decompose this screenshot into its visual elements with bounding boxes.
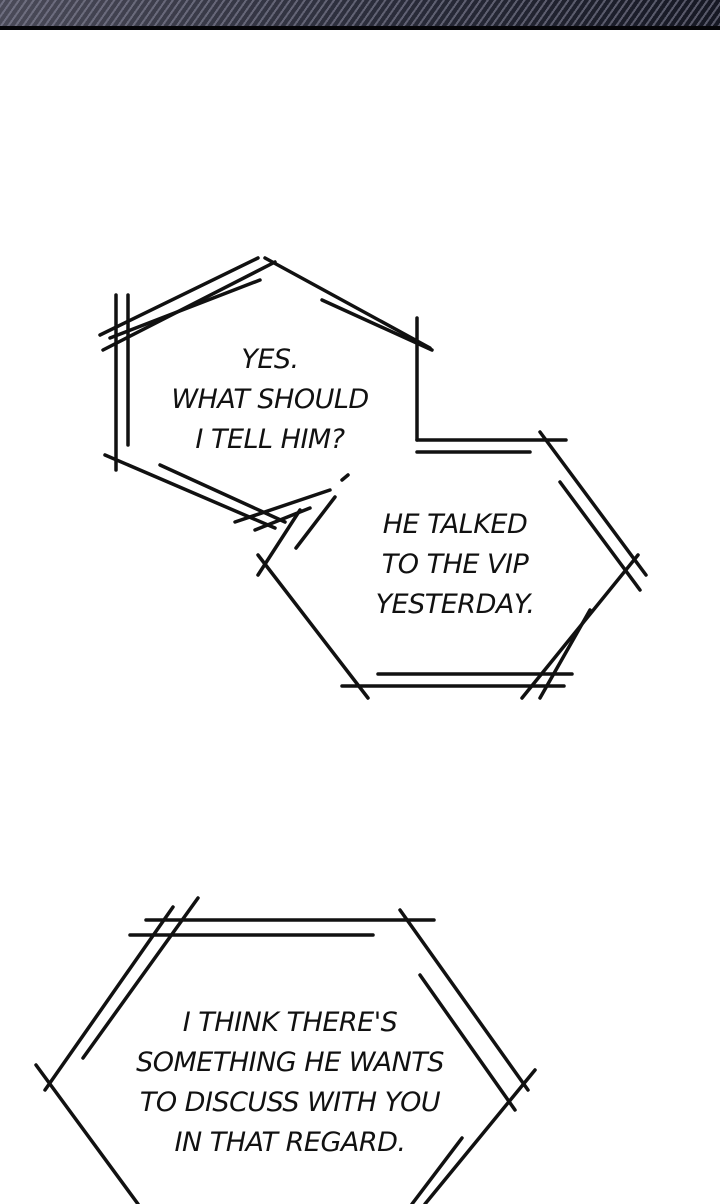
bubble-1-outline <box>98 256 434 532</box>
bubble-1-text: YES. WHAT SHOULD I TELL HIM? <box>171 344 369 455</box>
bubble-3-text: I THINK THERE'S SOMETHING HE WANTS TO DI… <box>136 1007 444 1158</box>
bubble-2-outline <box>256 430 648 700</box>
bubble-3-outline <box>34 896 537 1204</box>
top-panel-edge <box>0 26 720 30</box>
bubble-2-text: HE TALKED TO THE VIP YESTERDAY. <box>375 509 535 620</box>
top-panel-border <box>0 0 720 26</box>
